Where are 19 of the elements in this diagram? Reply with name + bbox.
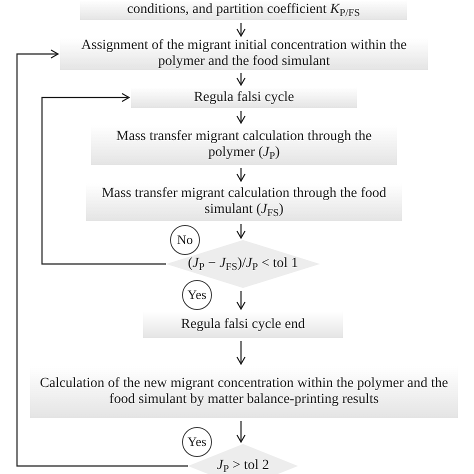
- condition-text: (J$_{P}$ − J$_{FS}$)/J$_{P}$ < tol 1: [188, 255, 298, 273]
- edge-label: Yes: [182, 427, 212, 457]
- process-box: Regula falsi cycle end: [143, 311, 343, 338]
- edge-label: Yes: [182, 280, 212, 310]
- process-box: Assignment of the migrant initial concentration within the polymer and the food simulant: [60, 38, 428, 70]
- arrow: [236, 73, 246, 86]
- arrow: [236, 341, 246, 365]
- arrow: [236, 168, 246, 182]
- arrow: [236, 23, 246, 37]
- process-box: conditions, and partition coefficient K$_{P/FS}$: [80, 0, 407, 20]
- edge-label: No: [170, 225, 200, 255]
- arrow: [236, 111, 246, 124]
- arrow: [236, 421, 246, 443]
- process-box: Regula falsi cycle: [131, 87, 357, 108]
- arrow: [16, 49, 188, 467]
- arrow: [236, 291, 246, 310]
- condition-text: J$_{P}$ > tol 2: [216, 457, 270, 474]
- arrow: [236, 224, 246, 239]
- arrow: [41, 92, 166, 265]
